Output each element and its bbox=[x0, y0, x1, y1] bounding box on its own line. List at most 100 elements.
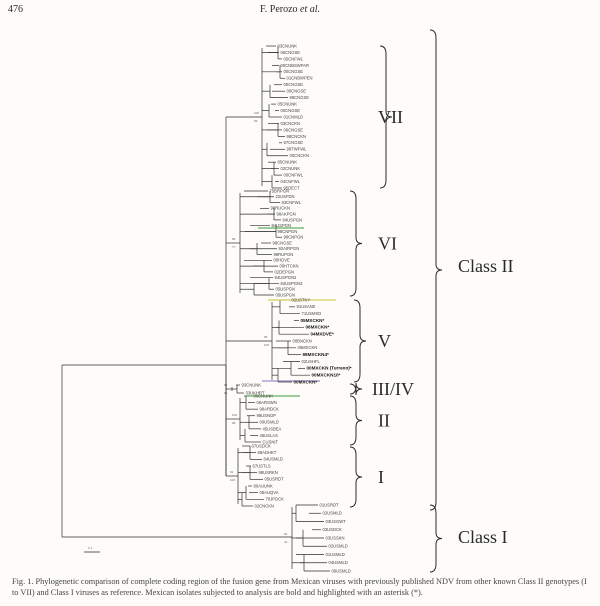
tip-label: 92AIRPGN bbox=[279, 246, 300, 251]
tip-label: 93CNUNK bbox=[242, 382, 262, 387]
tip-label: 02CNCKN bbox=[255, 503, 275, 508]
tip-label: 46USLAS bbox=[260, 433, 279, 438]
tip-label: 93CNFWL bbox=[282, 200, 302, 205]
tip-label: 67USDCK bbox=[252, 443, 272, 448]
tip-label: 22USFDN bbox=[276, 194, 295, 199]
genotype-label: V bbox=[378, 331, 391, 351]
tip-label: 06ARSWN bbox=[257, 400, 277, 405]
bootstrap-label: 100 bbox=[230, 478, 235, 482]
tip-label: 06CNGSE bbox=[284, 127, 304, 132]
scale-bar-label: 0.1 bbox=[88, 546, 93, 550]
genotype-bracket bbox=[349, 395, 363, 446]
tip-label: 00CNFWL bbox=[284, 172, 304, 177]
tip-label: 85CNUNK bbox=[278, 160, 298, 165]
tip-label: 33UKHRT bbox=[246, 390, 265, 395]
tip-label: 04USMLD bbox=[329, 560, 348, 565]
genotype-bracket bbox=[379, 45, 393, 189]
tip-labels: 03CNUNK06CNGSE05CNFWL00CNBSWPAR00CNGSE01… bbox=[242, 43, 352, 573]
class-label: Class II bbox=[458, 256, 514, 276]
genotype-label: II bbox=[378, 411, 390, 431]
tip-label: CUSNIT bbox=[263, 439, 279, 444]
tip-label: 02CNUNK bbox=[281, 166, 301, 171]
class-label: Class I bbox=[458, 527, 508, 547]
tip-label: 84USPGN2 bbox=[275, 275, 298, 280]
page-header: 476 F. Perozo et al. bbox=[0, 2, 600, 20]
figure-caption: Fig. 1. Phylogenetic comparison of compl… bbox=[12, 577, 587, 597]
tip-label: 67USTLS bbox=[253, 463, 271, 468]
tip-label: 98ARDCK bbox=[260, 407, 280, 412]
tip-label: 70JPDCK bbox=[266, 497, 285, 502]
bootstrap-label: 91 bbox=[230, 470, 234, 474]
tip-label: 00USMLD bbox=[260, 420, 279, 425]
bootstrap-label: 99 bbox=[254, 119, 258, 123]
tip-label: 06AUQVA bbox=[260, 490, 279, 495]
tip-label: 98USNOP bbox=[257, 413, 277, 418]
tip-label: 98CNPGN bbox=[278, 229, 298, 234]
tip-label: 00HTCKN bbox=[280, 264, 299, 269]
author-suffix: et al. bbox=[300, 4, 321, 15]
tip-label: 00CNGSE bbox=[281, 108, 301, 113]
tip-label: 01USRDT bbox=[320, 502, 340, 507]
tip-label: 05USPGN bbox=[276, 287, 296, 292]
bootstrap-label: 99 bbox=[224, 391, 228, 395]
tip-label: 02USMLD bbox=[323, 511, 342, 516]
phylogenetic-tree-figure: 03CNUNK06CNGSE05CNFWL00CNBSWPAR00CNGSE01… bbox=[61, 29, 514, 573]
tip-label: 68ADHKT bbox=[258, 450, 277, 455]
tip-label: 75BRPGN bbox=[270, 188, 290, 193]
tip-label: 98USRKN bbox=[259, 470, 278, 475]
class-bracket bbox=[429, 504, 443, 573]
tip-label: 06MXCKN bbox=[298, 345, 318, 350]
page-number: 476 bbox=[8, 4, 23, 15]
tip-label: 05MXCKN* bbox=[301, 318, 325, 323]
bootstrap-label: 94 bbox=[284, 532, 288, 536]
bootstrap-label: 77 bbox=[232, 245, 236, 249]
tip-label: 71USMXD bbox=[302, 311, 322, 316]
running-title: F. Perozo et al. bbox=[260, 4, 320, 15]
bootstrap-label: 95 bbox=[264, 335, 268, 339]
tip-label: 45USBEA bbox=[263, 426, 282, 431]
bootstrap-label: 64 bbox=[224, 383, 228, 387]
tip-label: 00MXCKN (Turreon)* bbox=[307, 366, 352, 371]
tip-label: 06MXCKN* bbox=[306, 325, 330, 330]
tip-label: 06CNUNK bbox=[254, 393, 274, 398]
tip-label: 00MXCKN10* bbox=[312, 373, 341, 378]
bootstrap-label: 86 bbox=[232, 237, 236, 241]
tip-label: 98RUCKN bbox=[271, 206, 291, 211]
tip-label: 84USPGN3 bbox=[281, 281, 304, 286]
tip-label: 98MXCKN4* bbox=[303, 352, 330, 357]
scale-bar: 0.1 bbox=[84, 546, 100, 553]
tip-label: 06USMLD bbox=[332, 568, 351, 573]
genotype-bracket bbox=[349, 382, 363, 396]
tip-label: 91USAN0 bbox=[297, 304, 316, 309]
genotype-label: VII bbox=[378, 107, 403, 127]
tip-label: 84USPGN bbox=[272, 223, 292, 228]
genotype-bracket bbox=[349, 446, 363, 508]
genotype-bracket bbox=[353, 299, 367, 383]
tip-label: 03CNCKN bbox=[281, 121, 301, 126]
tip-label: 03USGWT bbox=[326, 519, 347, 524]
tip-label: 00CNGSE bbox=[287, 89, 307, 94]
tip-label: 64USMLD bbox=[264, 457, 283, 462]
tip-label: 00MXCKN* bbox=[294, 379, 318, 384]
tip-label: 98CNCKN bbox=[287, 134, 307, 139]
tip-label: 04CNFWL bbox=[281, 179, 301, 184]
class-bracket bbox=[429, 29, 443, 511]
genotype-bracket bbox=[349, 190, 363, 297]
tip-label: 01CNBWPEN bbox=[287, 76, 313, 81]
tip-label: 04MXDVE* bbox=[311, 332, 334, 337]
tip-label: 84USPGN bbox=[283, 217, 303, 222]
tip-label: 05USRDT bbox=[265, 477, 285, 482]
tip-label: 02DEPGN bbox=[275, 269, 295, 274]
tip-label: 05CNFWL bbox=[284, 56, 304, 61]
tip-label: 00CNBSWPAR bbox=[281, 63, 310, 68]
tip-label: 05CNUNK bbox=[278, 101, 298, 106]
tip-label: 00HDVE bbox=[274, 258, 290, 263]
genotype-label: VI bbox=[378, 234, 397, 254]
tip-label: 98AKPGN bbox=[277, 212, 296, 217]
tip-label: 01USMLD bbox=[326, 552, 345, 557]
tip-label: 03USSKN bbox=[326, 535, 345, 540]
bootstrap-label: 100 bbox=[254, 111, 259, 115]
bootstrap-label: 100 bbox=[264, 343, 269, 347]
tip-label: 00BNCKN bbox=[293, 338, 312, 343]
